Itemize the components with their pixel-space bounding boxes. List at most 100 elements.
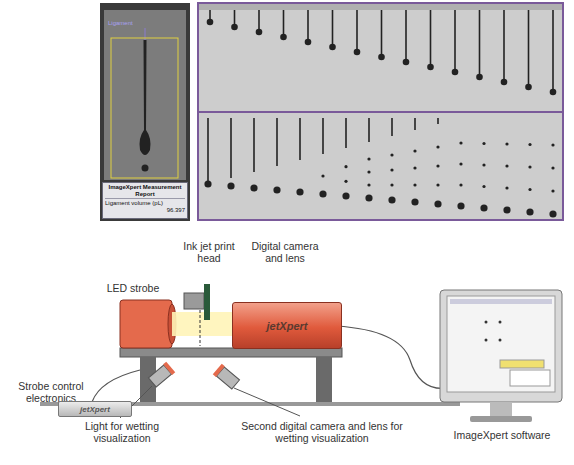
monitor-neck xyxy=(490,402,512,416)
ligament xyxy=(414,118,416,130)
satellite-droplet xyxy=(459,162,462,165)
satellite-droplet xyxy=(390,153,393,156)
ligament xyxy=(276,118,278,166)
dialog-title: ImageXpert Measurement Report xyxy=(105,184,185,199)
droplet xyxy=(207,19,214,26)
screenshot-field xyxy=(104,10,186,180)
droplet xyxy=(378,54,385,61)
ligament xyxy=(332,10,334,45)
satellite-droplet xyxy=(551,143,554,146)
digital-camera: jetXpert xyxy=(232,302,342,349)
droplet xyxy=(476,74,483,81)
droplet xyxy=(296,188,303,195)
print-head xyxy=(184,293,204,309)
droplet xyxy=(526,208,533,215)
droplet xyxy=(452,69,459,76)
base-plate xyxy=(120,348,342,357)
droplet xyxy=(525,84,532,91)
droplet xyxy=(427,64,434,71)
ligament xyxy=(454,10,456,70)
strobe-control-box: jetXpert xyxy=(58,401,132,417)
ligament xyxy=(140,40,151,155)
droplet xyxy=(319,190,326,197)
logo-text: jetXpert xyxy=(59,405,131,414)
nozzle-plate xyxy=(199,4,562,10)
satellite-droplet xyxy=(367,183,370,186)
droplet xyxy=(503,206,510,213)
screen-dot xyxy=(485,321,488,324)
droplet xyxy=(342,192,349,199)
ligament xyxy=(503,10,505,80)
leader-line xyxy=(234,388,300,416)
screenshot-frame xyxy=(100,3,190,221)
measurement-value: 96.397 xyxy=(105,207,185,214)
satellite-droplet xyxy=(321,174,324,177)
satellite-droplet xyxy=(413,166,416,169)
droplet xyxy=(388,196,395,203)
satellite-droplet xyxy=(505,186,508,189)
droplet xyxy=(329,44,336,51)
callout-label: ImageXpert software xyxy=(440,429,564,441)
print-head-plate xyxy=(204,284,210,320)
satellite-droplet xyxy=(528,143,531,146)
screen-dot xyxy=(485,339,488,342)
droplet xyxy=(227,182,234,189)
droplet xyxy=(204,180,211,187)
ligament xyxy=(299,118,301,160)
satellite-droplet xyxy=(413,183,416,186)
ligament xyxy=(368,118,370,142)
satellite-droplet xyxy=(367,170,370,173)
ligament xyxy=(430,10,432,65)
table-leg xyxy=(316,357,332,402)
measurement-report: ImageXpert Measurement ReportLigament vo… xyxy=(102,182,188,219)
light-beam xyxy=(172,312,232,336)
satellite-droplet xyxy=(505,164,508,167)
measurement-name: Ligament volume (pL) xyxy=(105,200,185,207)
satellite-droplet xyxy=(482,142,485,145)
droplet xyxy=(365,194,372,201)
satellite-droplet xyxy=(390,183,393,186)
ligament xyxy=(405,10,407,60)
cable xyxy=(336,326,448,388)
ligament xyxy=(258,10,260,30)
callout-label: Second digital camera and lens for wetti… xyxy=(232,420,412,444)
ligament xyxy=(234,10,236,25)
droplet xyxy=(354,49,361,56)
droplet xyxy=(550,89,557,96)
screen-window xyxy=(500,360,544,368)
droplet xyxy=(434,200,441,207)
satellite-droplet xyxy=(528,165,531,168)
droplet xyxy=(250,184,257,191)
satellite-droplet xyxy=(436,145,439,148)
droplet xyxy=(280,34,287,41)
droplet xyxy=(256,29,263,36)
menu-bar xyxy=(450,299,552,304)
ligament xyxy=(322,118,324,154)
satellite-droplet xyxy=(367,157,370,160)
screen-dot xyxy=(499,339,502,342)
callout-label: Ink jet print head xyxy=(174,240,244,264)
droplet xyxy=(549,210,556,217)
satellite-droplet xyxy=(459,141,462,144)
droplet xyxy=(411,198,418,205)
wetting-camera xyxy=(213,364,240,390)
ligament xyxy=(356,10,358,50)
ligament xyxy=(345,118,347,148)
callout-label: Light for wetting visualization xyxy=(66,420,178,444)
ligament xyxy=(391,118,393,136)
droplet xyxy=(142,165,149,172)
wetting-light xyxy=(148,362,175,388)
screen-window xyxy=(510,370,550,386)
logo-text: jetXpert xyxy=(233,320,341,332)
cable xyxy=(92,370,140,402)
satellite-droplet xyxy=(344,165,347,168)
satellite-droplet xyxy=(505,142,508,145)
ligament xyxy=(437,118,439,124)
monitor-screen xyxy=(447,296,555,392)
satellite-droplet xyxy=(528,188,531,191)
satellite-droplet xyxy=(482,163,485,166)
droplet xyxy=(457,202,464,209)
ligament xyxy=(552,10,554,90)
screen-dot xyxy=(499,321,502,324)
